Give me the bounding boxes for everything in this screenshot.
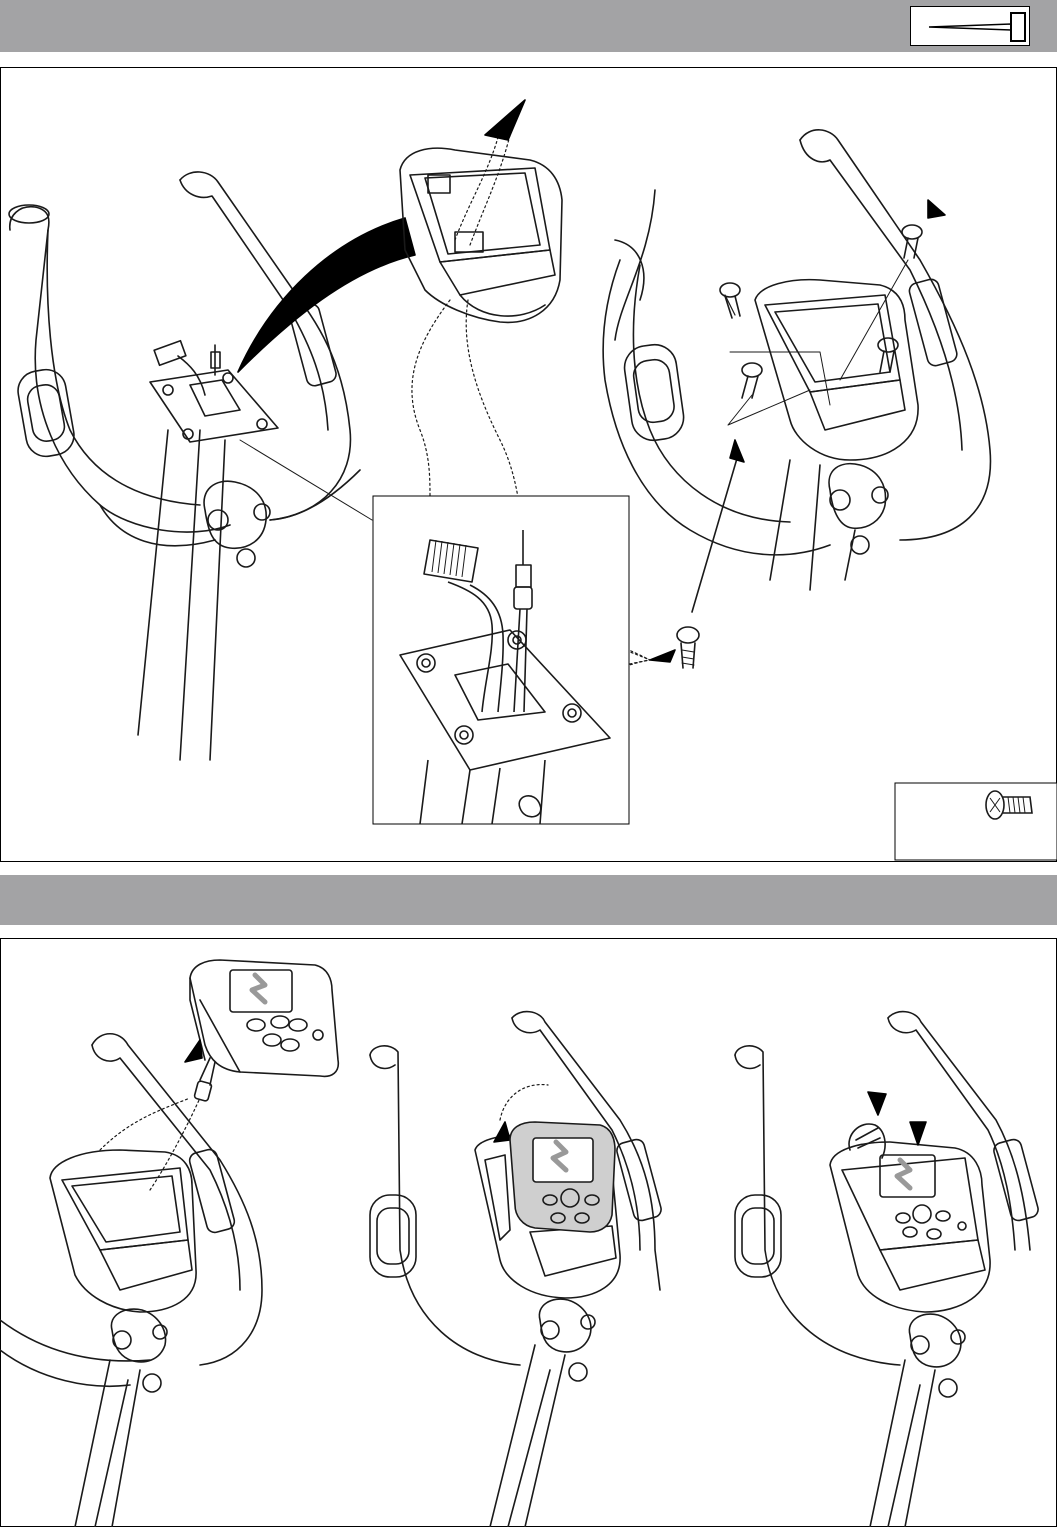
step-1-panel	[0, 67, 1057, 862]
allen-wrench-icon	[911, 7, 1031, 47]
step-1-header-band	[0, 0, 1057, 52]
step-2-panel	[0, 938, 1057, 1527]
tool-indicator	[910, 6, 1030, 46]
step-2-header-band	[0, 875, 1057, 925]
